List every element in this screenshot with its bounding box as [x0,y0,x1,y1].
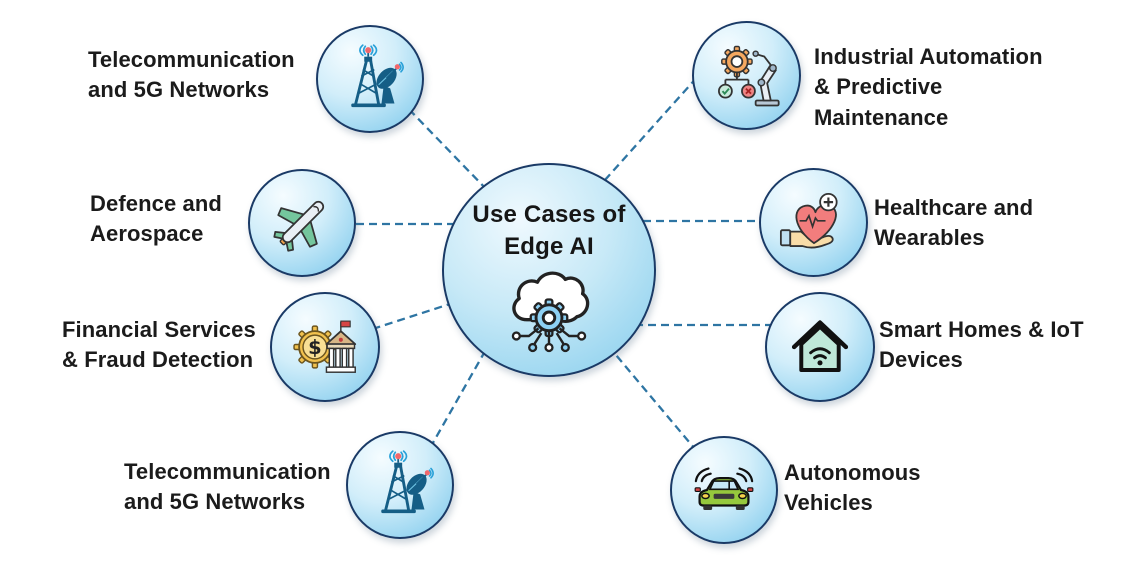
connector-telecom-bottom-left [429,345,489,449]
smart-home-wifi-icon [791,320,849,373]
center-node: Use Cases of Edge AI [442,163,656,377]
connector-telecom-top-left [399,99,491,194]
node-telecom-top-left [316,25,424,133]
airplane-icon [273,200,325,252]
label-telecom-bottom-left: Telecommunication and 5G Networks [124,459,331,515]
label-healthcare-wearables: Healthcare and Wearables [874,195,1034,251]
hand-heart-plus-icon [779,192,838,248]
node-healthcare-wearables [759,168,868,277]
label-telecom-top-left: Telecommunication and 5G Networks [88,47,295,103]
svg-text:$: $ [308,336,322,359]
node-smart-homes-iot [765,292,875,402]
node-defence-aerospace [248,169,356,277]
connected-car-icon [694,467,754,510]
label-autonomous-vehicles: Autonomous Vehicles [784,460,921,516]
label-smart-homes-iot: Smart Homes & IoT Devices [879,317,1084,373]
label-defence-aerospace: Defence and Aerospace [90,191,222,247]
gear-robot-arm-icon [717,45,780,106]
label-industrial-automation: Industrial Automation & Predictive Maint… [814,44,1043,130]
connector-industrial [595,73,701,191]
label-financial-services: Financial Services & Fraud Detection [62,317,256,373]
cell-tower-satellite-dish-icon [351,44,404,108]
edge-ai-cloud-circuit-icon [511,271,590,352]
gear-dollar-bank-icon: $ [293,320,357,373]
node-autonomous-vehicles [670,436,778,544]
diagram-title: Use Cases of Edge AI [472,201,626,261]
node-financial-services: $ [270,292,380,402]
cell-tower-satellite-dish-icon [381,450,434,514]
node-telecom-bottom-left [346,431,454,539]
node-industrial-automation [692,21,801,130]
